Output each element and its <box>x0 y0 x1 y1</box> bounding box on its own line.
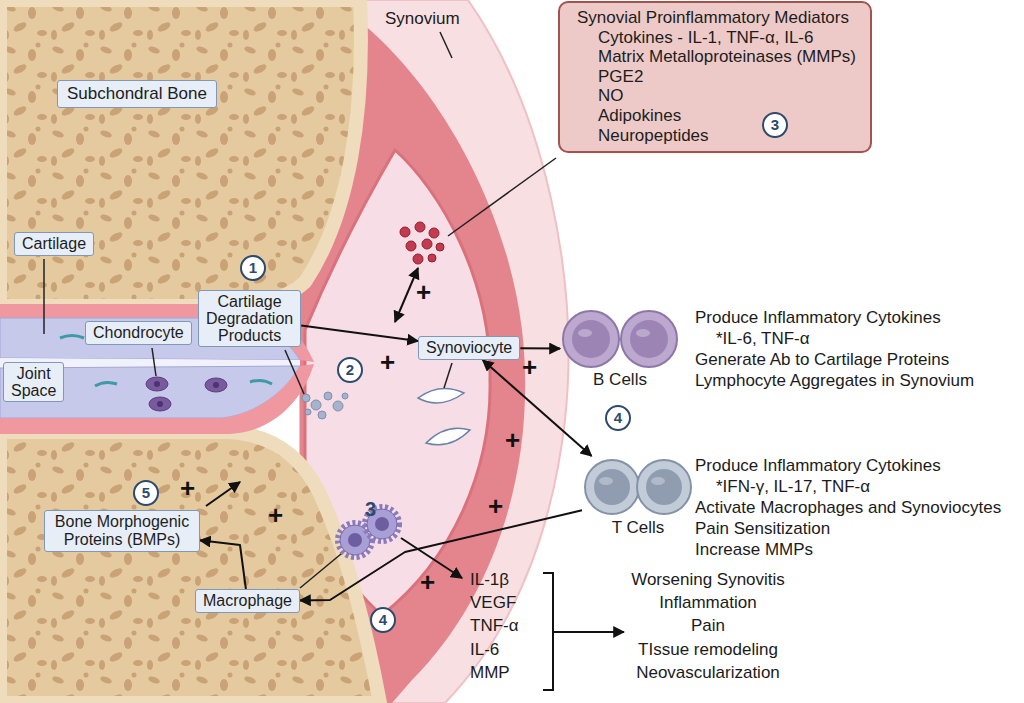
pathway-arrows <box>206 268 624 690</box>
cell-highlight <box>636 329 650 337</box>
annotation-text: Produce Inflammatory Cytokines <box>695 456 941 476</box>
annotation-text: TNF-α <box>470 616 519 636</box>
label-box: Cartilage <box>14 232 94 256</box>
plus-sign: + <box>180 476 195 500</box>
annotation-text: Inflammation <box>659 593 756 613</box>
annotation-text: Produce Inflammatory Cytokines <box>695 308 941 328</box>
box-heading: Synovial Proinflammatory Mediators <box>570 8 856 28</box>
callout-number: 4 <box>370 607 396 633</box>
nucleus <box>157 401 163 407</box>
cell-nucleus <box>572 320 610 358</box>
label-box: Bone Morphogenic Proteins (BMPs) <box>44 510 200 552</box>
box-label: Chondrocyte <box>93 324 184 342</box>
connector-arrow <box>301 325 418 341</box>
box-label: B Cells <box>560 370 680 390</box>
cartilage-fiber <box>250 380 272 384</box>
cartilage-fiber <box>60 336 84 339</box>
chondrocyte-cell <box>146 377 168 391</box>
cell-nucleus <box>646 469 682 505</box>
label-box: Chondrocyte <box>85 321 192 345</box>
connector-arrow <box>200 540 246 589</box>
annotation-text: Increase MMPs <box>695 540 813 560</box>
annotation-text: Lymphocyte Aggregates in Synovium <box>695 371 974 391</box>
cell-highlight <box>578 329 592 337</box>
annotation-text: VEGF <box>470 593 516 613</box>
leader-lines <box>44 32 556 588</box>
callout-number: 5 <box>133 480 159 506</box>
cell-body <box>637 460 691 514</box>
cell-nucleus <box>594 469 630 505</box>
list-item: Cytokines - IL-1, TNF-α, IL-6 <box>570 28 856 48</box>
upper-bone <box>0 0 361 306</box>
t-cell-pair <box>582 456 694 518</box>
callout-number: 3 <box>365 497 376 521</box>
cell-body <box>563 311 619 367</box>
annotation-text: Activate Macrophages and Synoviocytes <box>695 498 1001 518</box>
annotation-text: Generate Ab to Cartilage Proteins <box>695 350 949 370</box>
degradation-particles <box>302 392 348 419</box>
cell-highlight <box>599 477 613 485</box>
list-item: NO <box>570 86 856 106</box>
cell-nucleus <box>630 320 668 358</box>
plus-sign: + <box>522 355 537 379</box>
box-label: Cartilage <box>22 235 86 253</box>
annotation-text: *IL-6, TNF-α <box>716 329 810 349</box>
label-box: Cartilage Degradation Products <box>198 290 301 347</box>
box-label: Bone Morphogenic Proteins (BMPs) <box>52 513 192 549</box>
annotation-text: IL-1β <box>470 570 509 590</box>
cell-body <box>621 311 677 367</box>
annotation-text: *IFN-γ, IL-17, TNF-α <box>716 477 870 497</box>
plus-sign: + <box>420 570 435 594</box>
nucleus <box>154 381 160 387</box>
box-label: T Cells <box>582 518 694 538</box>
cell-group: B Cells <box>560 308 680 390</box>
mediator-box: Synovial Proinflammatory MediatorsCytoki… <box>558 1 872 153</box>
plus-sign: + <box>416 280 431 304</box>
plus-sign: + <box>505 428 520 452</box>
synoviocyte-cell <box>426 428 470 445</box>
connector-arrow <box>300 510 582 600</box>
cell-highlight <box>651 477 665 485</box>
synoviocyte-cell <box>418 389 464 403</box>
label-box: Subchondral Bone <box>57 80 217 108</box>
cell-group: T Cells <box>582 456 694 538</box>
plus-sign: + <box>380 350 395 374</box>
annotation-text: TIssue remodeling <box>638 640 778 660</box>
callout-number: 2 <box>337 357 363 383</box>
callout-number: 3 <box>762 112 788 138</box>
label-box: Joint Space <box>3 362 64 402</box>
list-item: PGE2 <box>570 67 856 87</box>
list-item: Neuropeptides <box>570 126 856 146</box>
annotation-text: Pain <box>691 616 725 636</box>
nucleus <box>213 382 219 388</box>
box-label: Subchondral Bone <box>67 84 207 104</box>
plus-sign: + <box>488 494 503 518</box>
cartilage-fiber <box>95 382 117 386</box>
plus-sign: + <box>268 503 283 527</box>
annotation-text: Worsening Synovitis <box>631 570 785 590</box>
connector-arrow <box>520 347 560 349</box>
annotation-text: Pain Sensitization <box>695 519 830 539</box>
label-box: Synoviocyte <box>418 336 520 360</box>
callout-number: 1 <box>240 255 266 281</box>
lower-bone <box>0 432 380 703</box>
box-label: Macrophage <box>203 592 292 610</box>
box-label: Joint Space <box>11 365 56 399</box>
mediator-dots <box>400 222 444 264</box>
annotation-text: MMP <box>470 663 510 683</box>
list-item: Matrix Metalloproteinases (MMPs) <box>570 47 856 67</box>
box-label: Synoviocyte <box>426 339 512 357</box>
list-item: Adipokines <box>570 106 856 126</box>
region-label: Synovium <box>385 9 460 29</box>
chondrocyte-cell <box>205 378 227 392</box>
annotation-text: Neovascularization <box>636 663 780 683</box>
box-label: Cartilage Degradation Products <box>206 293 293 344</box>
chondrocyte-cell <box>149 397 171 411</box>
callout-number: 4 <box>605 405 631 431</box>
annotation-text: IL-6 <box>470 640 499 660</box>
label-box: Macrophage <box>195 589 300 613</box>
b-cell-pair <box>560 308 680 370</box>
cell-body <box>585 460 639 514</box>
